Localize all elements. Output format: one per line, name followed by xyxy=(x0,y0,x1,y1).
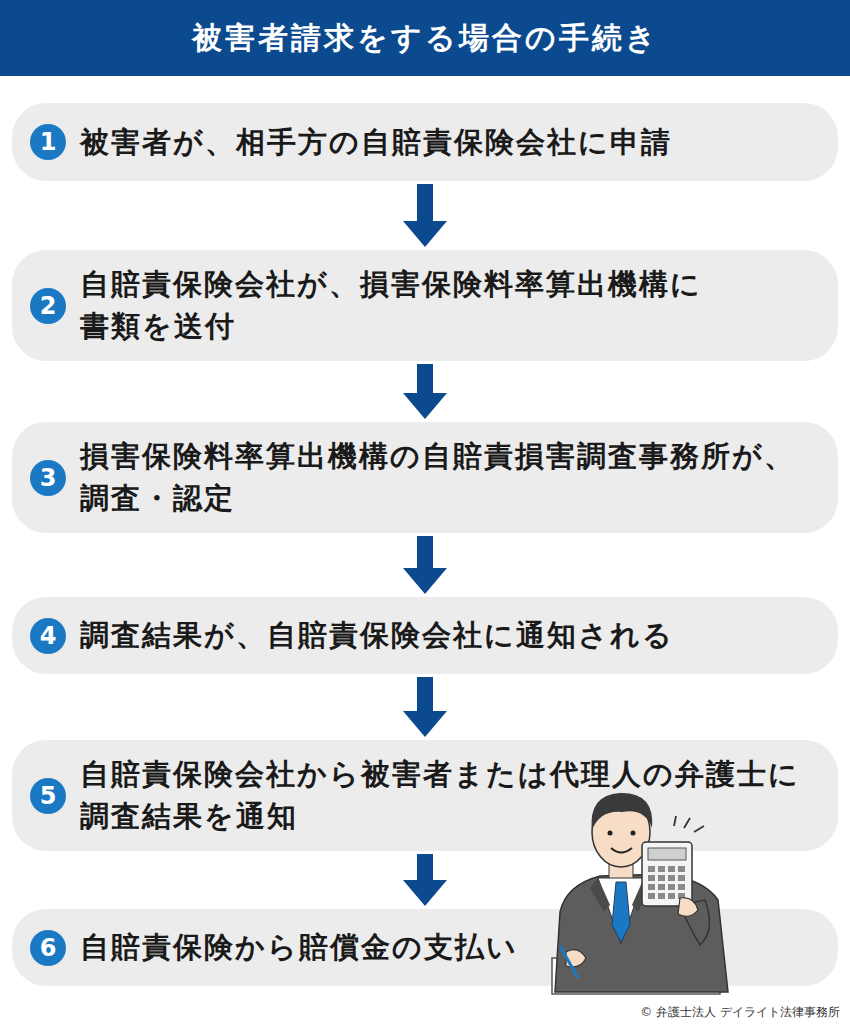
step-number: 5 xyxy=(40,784,57,808)
text-holder: 損害保険料率算出機構の自賠責損害調査事務所が、調査・認定 xyxy=(80,435,802,519)
calculator-key xyxy=(658,875,665,881)
step-text: 損害保険料率算出機構の自賠責損害調査事務所が、調査・認定 xyxy=(80,435,802,519)
calculator-key xyxy=(648,866,655,872)
arrow-shape xyxy=(403,854,447,906)
flow-arrow xyxy=(403,536,447,594)
label-holder: © 弁護士法人 デイライト法律事務所 xyxy=(638,1004,842,1021)
lapel xyxy=(590,878,610,912)
process-box: 自賠責保険会社から被害者または代理人の弁護士に調査結果を通知 5 xyxy=(12,740,838,851)
smile xyxy=(611,848,632,853)
step-number: 3 xyxy=(40,466,57,490)
calculator-key xyxy=(668,884,675,890)
step-number-circle: 3 xyxy=(30,460,66,496)
arrow-shape xyxy=(403,677,447,737)
process-box: 損害保険料率算出機構の自賠責損害調査事務所が、調査・認定 3 xyxy=(12,422,838,533)
flow-arrow xyxy=(403,854,447,906)
calculator-key xyxy=(648,893,655,899)
step-text: 被害者が、相手方の自賠責保険会社に申請 xyxy=(80,121,840,163)
calculator-key xyxy=(668,893,675,899)
calculator-key xyxy=(678,875,685,881)
calculator-key xyxy=(648,875,655,881)
sparkle-line xyxy=(674,816,676,826)
step-text: 調査結果が、自賠責保険会社に通知される xyxy=(80,614,840,656)
copyright-note: © 弁護士法人 デイライト法律事務所 xyxy=(638,1004,842,1021)
process-box: 自賠責保険会社が、損害保険料率算出機構に書類を送付 2 xyxy=(12,250,838,361)
step-number: 1 xyxy=(40,130,57,154)
process-box: 調査結果が、自賠責保険会社に通知される 4 xyxy=(12,597,838,674)
step-number-circle: 1 xyxy=(30,124,66,160)
calculator-key xyxy=(678,884,685,890)
text-holder: 被害者が、相手方の自賠責保険会社に申請 xyxy=(80,121,840,163)
flow-arrow xyxy=(403,184,447,247)
process-box: 被害者が、相手方の自賠責保険会社に申請 1 xyxy=(12,103,838,181)
pen xyxy=(560,946,578,978)
step-number: 4 xyxy=(40,624,57,648)
step-text: 自賠責保険会社から被害者または代理人の弁護士に調査結果を通知 xyxy=(80,753,802,837)
step-text: 自賠責保険から賠償金の支払い xyxy=(80,926,840,968)
flow-arrow xyxy=(403,677,447,737)
calculator-keys xyxy=(648,866,685,899)
hand xyxy=(678,898,698,917)
step-number-circle: 5 xyxy=(30,778,66,814)
calculator-key xyxy=(658,884,665,890)
flow-arrow xyxy=(403,364,447,419)
title-text: 被害者請求をする場合の手続き xyxy=(192,18,659,59)
step-text: 自賠責保険会社が、損害保険料率算出機構に書類を送付 xyxy=(80,263,720,347)
shirt xyxy=(598,878,644,944)
step-number-circle: 4 xyxy=(30,618,66,654)
text-holder: 自賠責保険会社が、損害保険料率算出機構に書類を送付 xyxy=(80,263,720,347)
arrow-shape xyxy=(403,536,447,594)
calculator-key xyxy=(668,875,675,881)
arrow-shape xyxy=(403,184,447,247)
sparkle-line xyxy=(694,826,704,832)
step-number-circle: 2 xyxy=(30,288,66,324)
calculator-key xyxy=(678,866,685,872)
text-holder: 自賠責保険会社から被害者または代理人の弁護士に調査結果を通知 xyxy=(80,753,802,837)
step-number: 2 xyxy=(40,294,57,318)
arrow-shape xyxy=(403,364,447,419)
eye xyxy=(608,831,613,836)
text-holder: 調査結果が、自賠責保険会社に通知される xyxy=(80,614,840,656)
sparkle-line xyxy=(684,818,690,828)
step-number-circle: 6 xyxy=(30,930,66,966)
hair xyxy=(592,793,653,830)
calculator-key xyxy=(648,884,655,890)
title-band: 被害者請求をする場合の手続き xyxy=(0,0,850,76)
calculator-key xyxy=(658,866,665,872)
step-number: 6 xyxy=(40,936,57,960)
calculator-key xyxy=(658,893,665,899)
calculator-display xyxy=(648,848,686,860)
text-holder: 自賠責保険から賠償金の支払い xyxy=(80,926,840,968)
tie xyxy=(612,882,630,942)
calculator xyxy=(642,842,692,906)
eye xyxy=(631,831,636,836)
calculator-key xyxy=(668,866,675,872)
